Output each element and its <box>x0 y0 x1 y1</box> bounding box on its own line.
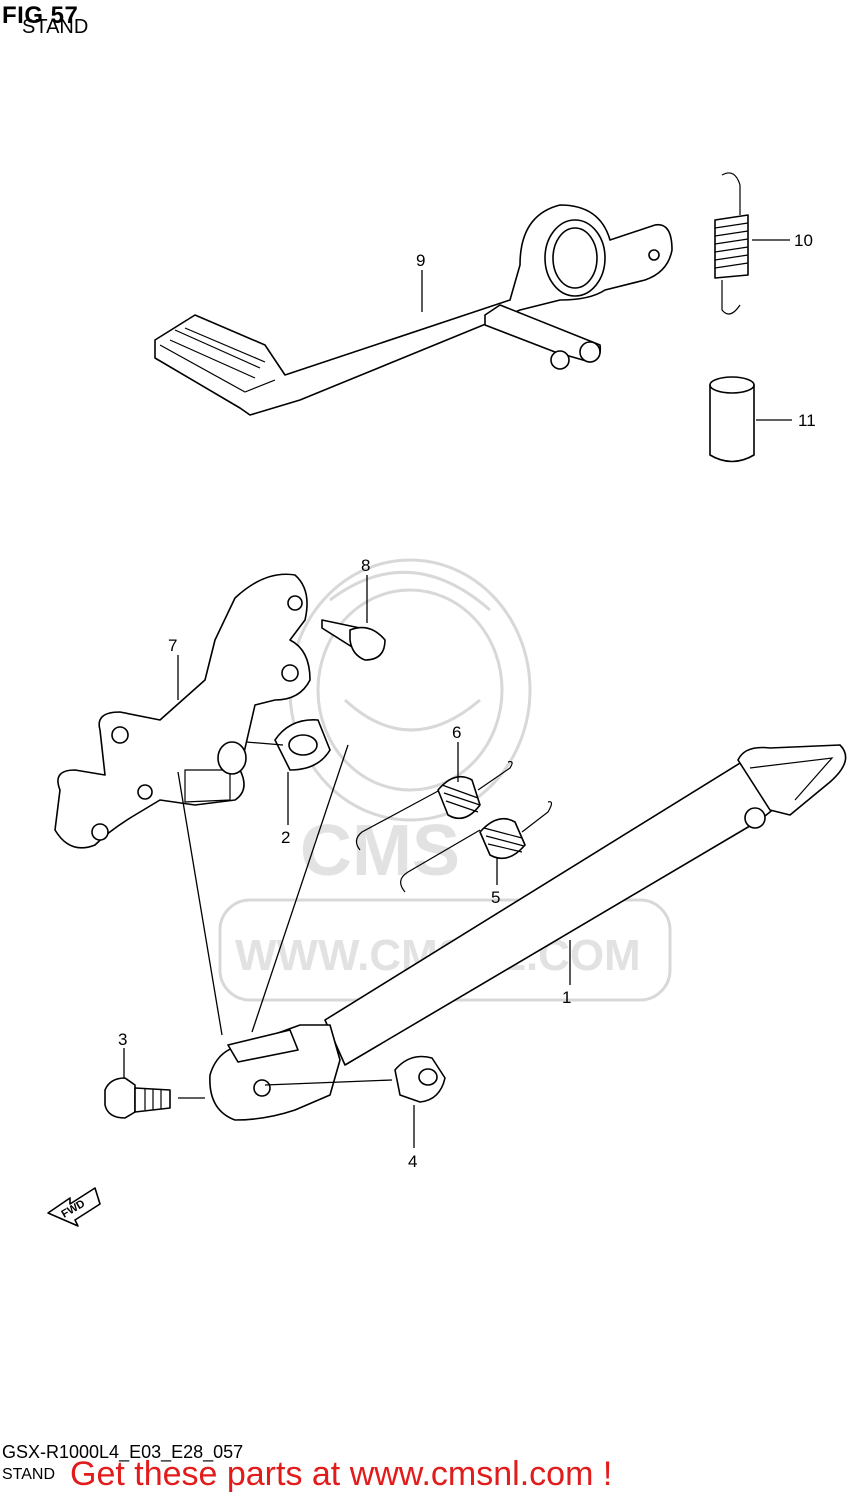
callout-5: 5 <box>491 888 500 907</box>
watermark-logo-text: CMS <box>300 811 460 891</box>
callout-7: 7 <box>168 636 177 655</box>
section-label: STAND <box>2 1466 56 1483</box>
fwd-arrow-icon: FWD <box>47 1187 101 1227</box>
part-10-spring[interactable] <box>714 172 790 315</box>
part-7-bracket[interactable] <box>54 573 311 849</box>
part-8-bolt[interactable] <box>321 575 386 661</box>
part-3-pivot-bolt[interactable] <box>104 1048 171 1119</box>
part-1-side-stand[interactable] <box>209 744 847 1121</box>
part-9-brake-pedal[interactable] <box>154 204 673 416</box>
callout-6: 6 <box>452 723 461 742</box>
assembly-leader-lines <box>177 270 423 1099</box>
part-11-collar[interactable] <box>709 376 792 463</box>
part-6-spring[interactable] <box>355 742 513 851</box>
page-subtitle: STAND <box>22 16 89 38</box>
callout-10: 10 <box>794 231 813 250</box>
callout-3: 3 <box>118 1030 127 1049</box>
callout-9: 9 <box>416 251 425 270</box>
part-2-washer[interactable] <box>217 719 331 825</box>
callout-2: 2 <box>281 828 290 847</box>
callout-8: 8 <box>361 556 370 575</box>
promo-link[interactable]: Get these parts at www.cmsnl.com ! <box>70 1455 613 1493</box>
callout-1: 1 <box>562 988 571 1007</box>
callout-4: 4 <box>408 1152 417 1171</box>
part-4-nut[interactable] <box>394 1055 446 1149</box>
callout-11: 11 <box>798 411 816 430</box>
part-5-spring[interactable] <box>400 801 553 893</box>
watermark-logo: WWW.CMSNL.COM CMS <box>218 558 672 1002</box>
page-title: FIG 57 <box>2 2 79 29</box>
model-code: GSX-R1000L4_E03_E28_057 <box>2 1442 244 1462</box>
